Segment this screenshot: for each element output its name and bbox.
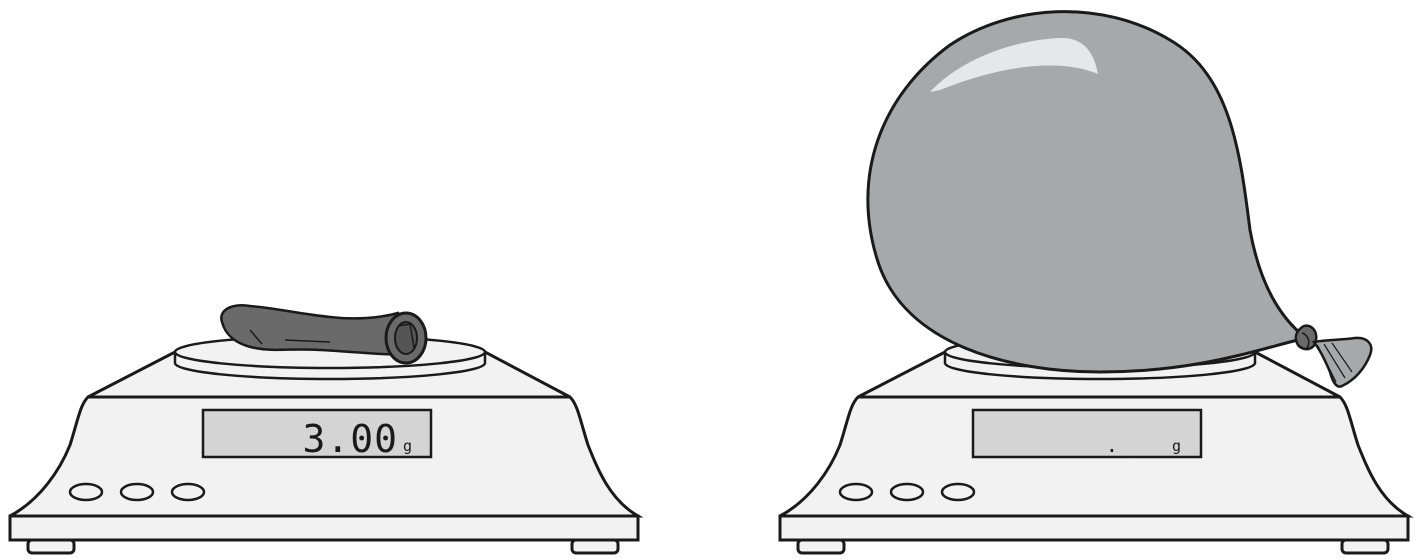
scale-feet (28, 540, 618, 553)
scale-base (10, 516, 638, 540)
scale-buttons (70, 484, 204, 500)
scale-buttons (840, 484, 974, 500)
scale-button (172, 484, 204, 500)
scale-reading: _._ _ (1092, 433, 1162, 457)
scale-reading: 3.00 (302, 417, 398, 461)
scale-button (840, 484, 872, 500)
balloon-knot (1296, 326, 1316, 349)
left-scale: 3.00 g (10, 305, 638, 553)
scale-feet (798, 540, 1388, 553)
scale-unit: g (1172, 437, 1181, 455)
scale-button (891, 484, 923, 500)
scale-base (780, 516, 1408, 540)
scale-display (973, 410, 1201, 457)
scale-unit: g (403, 437, 412, 455)
balloon-neck (1314, 338, 1371, 387)
inflated-balloon (868, 12, 1371, 387)
scale-button (121, 484, 153, 500)
scale-button (942, 484, 974, 500)
scale-button (70, 484, 102, 500)
